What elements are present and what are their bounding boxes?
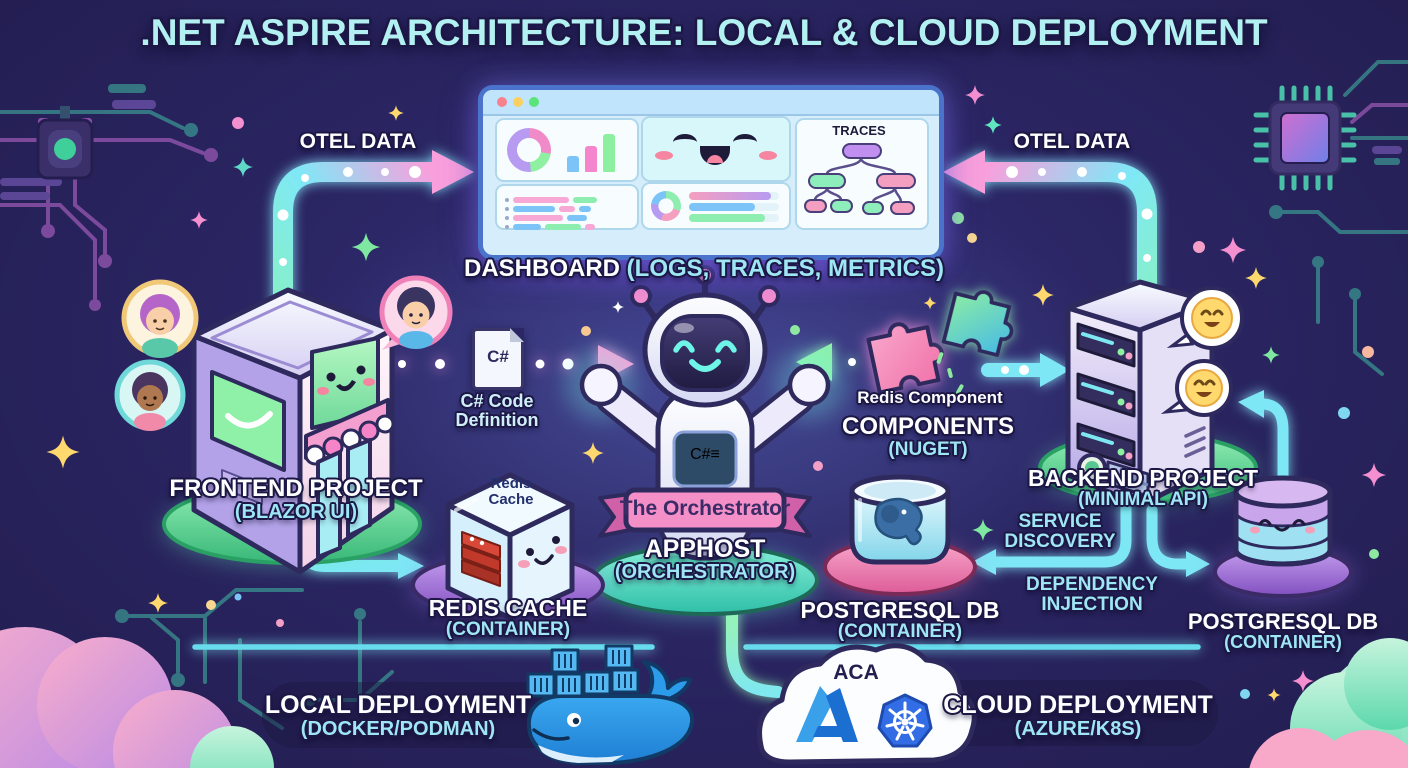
aca-badge: ACA	[833, 661, 879, 684]
bar-3	[603, 134, 615, 172]
local-deployment-label: LOCAL DEPLOYMENT	[264, 691, 532, 719]
user-avatar-man-icon	[114, 359, 186, 431]
otel-arrow-right	[943, 150, 1157, 430]
corner-cloud-right	[1249, 638, 1408, 768]
postgres-main-label: POSTGRESQL DB	[800, 597, 1000, 623]
service-discovery-label-2: DISCOVERY	[1004, 531, 1116, 552]
postgres-main-sublabel: (CONTAINER)	[837, 621, 963, 642]
bar-2	[585, 146, 597, 172]
page-title: .NET ASPIRE ARCHITECTURE: LOCAL & CLOUD …	[140, 12, 1268, 53]
backend-to-postgres-arrow	[972, 492, 1132, 575]
postgres-right-label: POSTGRESQL DB	[1187, 609, 1379, 634]
corner-cloud-left	[0, 627, 274, 768]
status-face-panel	[641, 116, 791, 182]
window-maximize-icon[interactable]	[529, 97, 539, 107]
confetti-marks	[936, 352, 964, 395]
trace-tree-icon	[804, 143, 916, 215]
otel-data-label-left: OTEL DATA	[299, 130, 417, 153]
backend-to-postgres-right-arrow	[1146, 504, 1210, 577]
database-cylinder-icon	[1212, 475, 1354, 600]
summary-panel	[641, 182, 791, 230]
components-label: COMPONENTS	[841, 413, 1015, 440]
service-discovery-label-1: SERVICE	[1018, 511, 1102, 532]
frontend-sublabel: (BLAZOR UI)	[234, 501, 358, 523]
window-close-icon[interactable]	[497, 97, 507, 107]
kubernetes-icon	[877, 693, 933, 748]
cloud-deployment-sublabel: (AZURE/K8S)	[1014, 718, 1142, 740]
speech-bubble-emoji-icon	[1166, 286, 1244, 350]
metrics-panel	[495, 118, 639, 182]
docker-whale-icon	[526, 644, 695, 765]
dependency-injection-label-2: INJECTION	[1041, 594, 1143, 615]
redis-logo-icon	[461, 531, 501, 587]
backend-label: BACKEND PROJECT	[1027, 465, 1259, 491]
blush-cheek	[655, 151, 673, 160]
cpu-chip-icon	[1253, 85, 1357, 191]
blush-cheek-2	[759, 151, 777, 160]
csharp-file-label: C#	[487, 347, 509, 366]
redis-cube-label-2: Cache	[488, 491, 534, 508]
apphost-sublabel: (ORCHESTRATOR)	[614, 561, 796, 583]
cloud-deployment-label: CLOUD DEPLOYMENT	[943, 691, 1213, 719]
frontend-storefront-icon	[162, 287, 422, 575]
donut-chart-icon	[507, 128, 551, 172]
traces-panel-title: TRACES	[832, 123, 886, 138]
postgres-right-to-backend-arrow	[1238, 390, 1289, 484]
apphost-robot-icon	[564, 265, 846, 617]
postgres-elephant-icon	[874, 497, 923, 546]
postgres-jar-icon	[822, 474, 978, 598]
csharp-file-icon: C#	[472, 328, 524, 390]
traces-panel: TRACES	[795, 118, 929, 230]
dashboard-window: TRACES	[478, 85, 944, 260]
dashboard-titlebar	[483, 90, 939, 116]
otel-data-label-right: OTEL DATA	[1013, 130, 1131, 153]
cloud-deployment-pill	[928, 680, 1218, 746]
user-avatar-boy-icon	[379, 275, 453, 350]
aca-cloud-icon	[757, 643, 977, 765]
otel-arrow-left	[273, 150, 474, 440]
dependency-injection-label-1: DEPENDENCY	[1026, 574, 1158, 595]
dashboard-label-main: DASHBOARD	[463, 255, 620, 282]
redis-cache-label: REDIS CACHE	[428, 595, 588, 621]
bar-chart-icon	[567, 156, 579, 172]
logs-panel	[495, 184, 639, 230]
redis-cache-cube-icon	[411, 472, 605, 621]
window-minimize-icon[interactable]	[513, 97, 523, 107]
dashboard-label-sub: (LOGS, TRACES, METRICS)	[626, 255, 945, 282]
redis-component-label: Redis Component	[857, 388, 1003, 407]
speech-bubble-emoji-icon-2	[1160, 359, 1233, 417]
orchestrator-banner-label: The Orchestrator	[619, 497, 791, 520]
backend-sublabel: (MINIMAL API)	[1078, 489, 1208, 510]
container-boxes	[526, 644, 640, 698]
dashboard-label: DASHBOARD (LOGS, TRACES, METRICS)	[464, 256, 944, 281]
local-deployment-sublabel: (DOCKER/PODMAN)	[300, 718, 496, 740]
small-donut-icon	[651, 191, 681, 221]
circuit-component-icon	[36, 106, 94, 180]
code-definition-label-1: C# Code	[460, 391, 534, 411]
happy-eye-icon	[673, 134, 697, 151]
happy-eye-icon-2	[733, 134, 757, 151]
azure-icon	[796, 686, 858, 742]
redis-cube-label-1: Redis	[490, 475, 532, 492]
frontend-label: FRONTEND PROJECT	[169, 475, 423, 502]
redis-cache-sublabel: (CONTAINER)	[445, 619, 571, 640]
components-arrow-to-backend	[981, 353, 1070, 387]
postgres-right-sublabel: (CONTAINER)	[1224, 632, 1342, 652]
orchestrator-banner	[598, 487, 812, 538]
components-sublabel: (NUGET)	[888, 439, 968, 460]
code-definition-label-2: Definition	[455, 410, 539, 430]
puzzle-piece-nuget-icon	[941, 290, 1014, 357]
user-avatar-woman-icon	[121, 279, 199, 358]
apphost-label: APPHOST	[644, 535, 766, 563]
smile-mouth-icon	[700, 146, 730, 165]
robot-chest-screen-label: C#≡	[690, 446, 720, 463]
